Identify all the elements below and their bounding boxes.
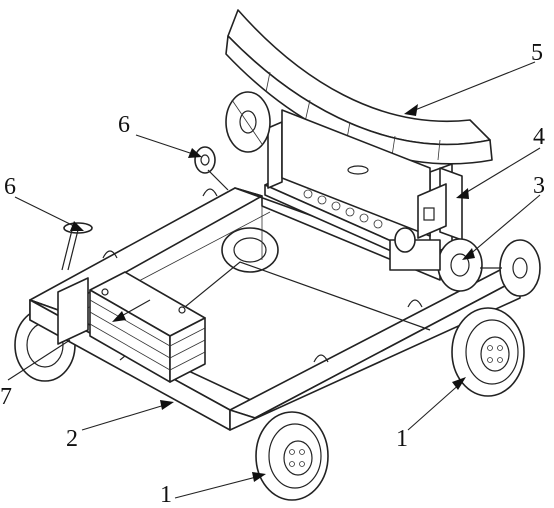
counterweight-stack [57, 271, 206, 383]
saddle-arc [225, 9, 493, 237]
wheel-front [255, 411, 329, 501]
bracket-part-4 [417, 183, 447, 239]
label-3: 3 [533, 173, 545, 199]
lifting-rings [102, 188, 423, 363]
label-7: 7 [0, 384, 12, 410]
handwheel-small-middle [194, 146, 229, 191]
leader-lines [7, 61, 541, 499]
handwheel-right-assembly [389, 227, 541, 297]
label-5: 5 [531, 40, 543, 66]
wheel-right [451, 307, 525, 397]
label-1-right: 1 [396, 426, 408, 452]
label-2: 2 [66, 426, 78, 452]
frame [29, 187, 521, 431]
label-1-front: 1 [160, 482, 172, 504]
label-6-left: 6 [4, 174, 16, 200]
label-6-top: 6 [118, 112, 130, 138]
wheel-rear-middle [221, 227, 279, 273]
label-4: 4 [533, 124, 545, 150]
handwheel-upper [225, 91, 271, 153]
